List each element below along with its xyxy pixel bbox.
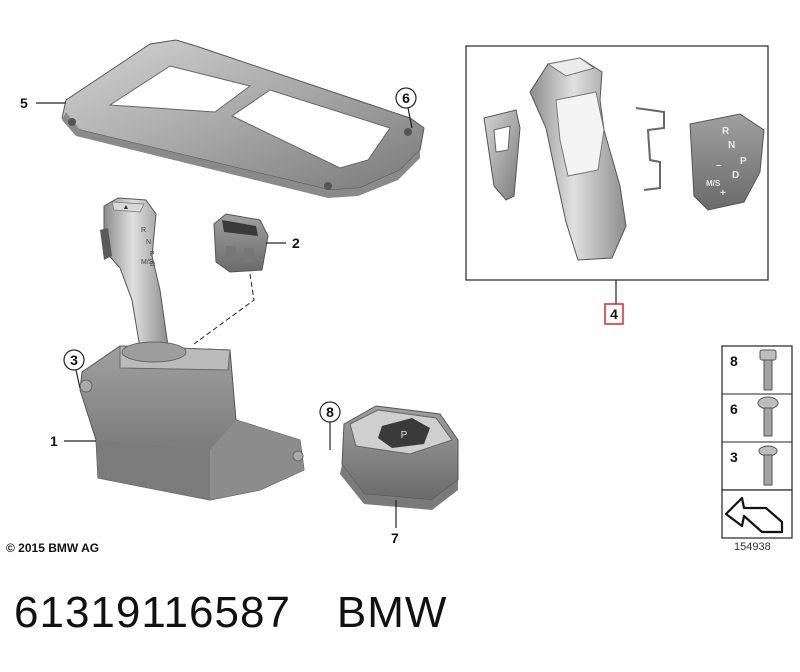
shift-label-r: R xyxy=(141,227,146,234)
inset-shift-label-p: P xyxy=(740,156,747,167)
inset-shift-label-plus: + xyxy=(720,188,726,199)
inset-shift-label-d: D xyxy=(732,170,739,181)
callout-3-label: 3 xyxy=(70,352,78,368)
screw-3-icon xyxy=(758,445,778,486)
inset-shift-label-ms: M/S xyxy=(706,179,721,188)
diagram-reference-number: 154938 xyxy=(734,541,771,553)
part-4-inset-box: R N P D M/S – + xyxy=(465,45,769,281)
shift-label-ms: M/S xyxy=(141,259,154,266)
inset-shift-label-r: R xyxy=(722,126,730,137)
callout-3: 3 xyxy=(63,349,85,371)
part-1-gear-selector-switch: ▲ R N P M/S D xyxy=(79,197,305,501)
direction-arrow-icon xyxy=(724,496,784,534)
callout-1-label: 1 xyxy=(50,433,58,449)
inset-shift-label-n: N xyxy=(728,140,735,151)
svg-text:▲: ▲ xyxy=(123,204,130,211)
callout-6-label: 6 xyxy=(402,90,410,106)
callout-5: 5 xyxy=(20,95,28,111)
screw-panel-label-6: 6 xyxy=(730,401,738,417)
svg-text:P: P xyxy=(401,430,408,441)
footer-caption: 61319116587 BMW xyxy=(14,588,447,638)
copyright-notice: © 2015 BMW AG xyxy=(6,541,100,555)
callout-8-label: 8 xyxy=(326,404,334,420)
callout-2: 2 xyxy=(292,235,300,251)
leader-lines xyxy=(36,102,617,528)
callout-4-highlighted: 4 xyxy=(604,303,624,325)
callout-4-label: 4 xyxy=(610,306,618,322)
inset-shift-label-minus: – xyxy=(716,160,722,171)
callout-7: 7 xyxy=(391,530,399,546)
screw-panel: 8 6 3 xyxy=(721,345,793,539)
leader-2-to-housing xyxy=(193,273,255,345)
part-2-switch xyxy=(213,213,269,273)
part-5-center-console-trim xyxy=(61,39,425,198)
screw-6-icon xyxy=(757,396,779,437)
callout-6: 6 xyxy=(395,87,417,109)
callout-1: 1 xyxy=(50,433,58,449)
part-7-parking-button: P xyxy=(340,405,459,510)
screw-8-icon xyxy=(759,349,777,391)
shift-label-n: N xyxy=(146,239,151,246)
brand-name: BMW xyxy=(336,588,448,637)
screw-panel-label-3: 3 xyxy=(730,449,738,465)
part-number: 61319116587 xyxy=(14,588,291,637)
callout-2-label: 2 xyxy=(292,235,300,251)
callout-5-label: 5 xyxy=(20,95,28,111)
callout-7-label: 7 xyxy=(391,530,399,546)
screw-panel-label-8: 8 xyxy=(730,353,738,369)
callout-8: 8 xyxy=(319,401,341,423)
shift-label-p: P xyxy=(150,251,155,258)
shift-label-d: D xyxy=(150,261,155,268)
